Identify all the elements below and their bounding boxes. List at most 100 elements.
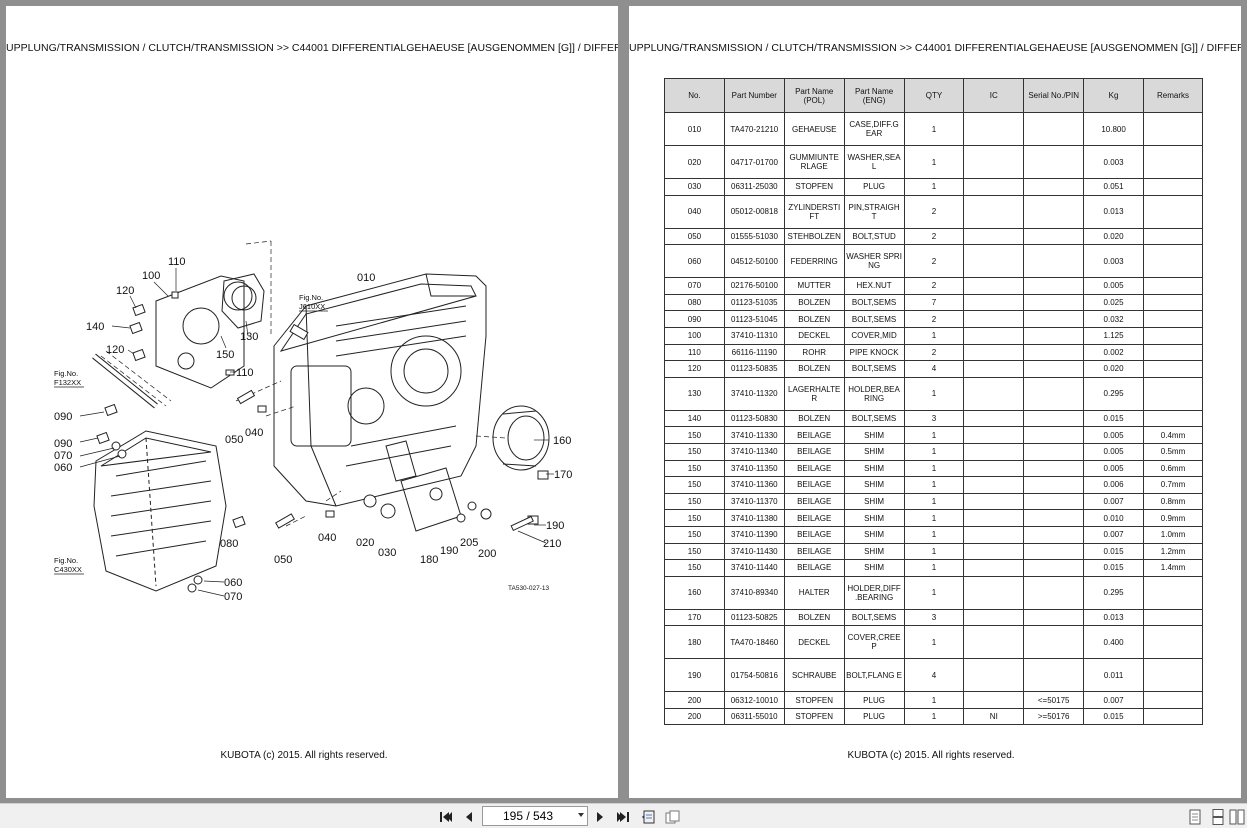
cell-remarks: [1143, 409, 1203, 428]
callout-170: 170: [554, 469, 572, 481]
cell-qty: 1: [903, 509, 965, 527]
two-page-icon[interactable]: [663, 808, 681, 826]
prev-page-icon[interactable]: [460, 808, 478, 826]
cell-name-eng: PLUG: [843, 691, 905, 709]
cell-name-eng: SHIM: [843, 476, 905, 494]
cell-kg: 10.800: [1083, 112, 1145, 146]
cell-part-number: 37410-11340: [723, 442, 785, 461]
cell-ic: [963, 178, 1025, 196]
cell-ic: [963, 227, 1025, 246]
cell-ic: [963, 360, 1025, 378]
cell-name-eng: PLUG: [843, 707, 905, 726]
chevron-down-icon[interactable]: [578, 813, 584, 817]
cell-serial: [1023, 178, 1085, 196]
cell-kg: 0.020: [1083, 227, 1145, 246]
cell-serial: [1023, 426, 1085, 444]
cell-no: 150: [664, 442, 725, 461]
cell-remarks: 0.9mm: [1143, 509, 1203, 527]
cell-part-number: 01123-50830: [723, 409, 785, 428]
cell-serial: [1023, 625, 1085, 660]
cell-name-eng: HEX.NUT: [843, 277, 905, 295]
cell-kg: 0.295: [1083, 376, 1145, 411]
next-page-icon[interactable]: [591, 808, 609, 826]
cell-part-number: 01123-51045: [723, 310, 785, 328]
cell-kg: 0.003: [1083, 145, 1145, 179]
fit-page-icon[interactable]: [640, 808, 658, 826]
cell-ic: [963, 492, 1025, 511]
cell-serial: [1023, 608, 1085, 627]
facing-view-icon[interactable]: [1228, 808, 1246, 826]
fig-ref-line1: Fig.No.: [299, 293, 323, 302]
cell-qty: 1: [903, 542, 965, 561]
single-page-view-icon[interactable]: [1186, 808, 1204, 826]
cell-serial: [1023, 525, 1085, 544]
cell-serial: [1023, 343, 1085, 362]
cell-no: 160: [664, 575, 725, 610]
cell-no: 190: [664, 658, 725, 693]
cell-qty: 2: [903, 310, 965, 328]
cell-name-eng: PIN,STRAIGH T: [843, 194, 905, 229]
cell-serial: [1023, 376, 1085, 411]
cell-no: 060: [664, 244, 725, 279]
first-page-icon[interactable]: [437, 808, 455, 826]
cell-remarks: [1143, 691, 1203, 709]
cell-remarks: [1143, 575, 1203, 610]
callout-110: 110: [168, 256, 186, 268]
page-number-input[interactable]: 195 / 543: [482, 806, 588, 826]
cell-ic: [963, 509, 1025, 527]
cell-name-eng: SHIM: [843, 492, 905, 511]
cell-remarks: [1143, 277, 1203, 295]
last-page-icon[interactable]: [614, 808, 632, 826]
fig-ref-code: C430XX: [54, 565, 82, 574]
cell-remarks: [1143, 145, 1203, 179]
cell-kg: 0.007: [1083, 492, 1145, 511]
cell-kg: 0.010: [1083, 509, 1145, 527]
cell-name-pol: HALTER: [783, 575, 845, 610]
cell-remarks: [1143, 658, 1203, 693]
cell-part-number: 37410-11370: [723, 492, 785, 511]
cell-qty: 1: [903, 575, 965, 610]
column-header: Part Name (POL): [783, 78, 845, 113]
cell-ic: [963, 145, 1025, 179]
column-header: IC: [963, 78, 1025, 113]
cell-qty: 2: [903, 227, 965, 246]
cell-name-pol: GUMMIUNTE RLAGE: [783, 145, 845, 179]
cell-part-number: 06311-25030: [723, 178, 785, 196]
cell-serial: [1023, 112, 1085, 146]
cell-qty: 1: [903, 326, 965, 345]
cell-part-number: 06312-10010: [723, 691, 785, 709]
cell-name-eng: SHIM: [843, 442, 905, 461]
callout-060: 060: [54, 462, 72, 474]
callout-160: 160: [553, 435, 571, 447]
cell-name-pol: BEILAGE: [783, 492, 845, 511]
cell-remarks: [1143, 376, 1203, 411]
callout-130: 130: [240, 331, 258, 343]
cell-part-number: 02176-50100: [723, 277, 785, 295]
cell-part-number: 01754-50816: [723, 658, 785, 693]
cell-serial: [1023, 658, 1085, 693]
cell-serial: [1023, 293, 1085, 312]
cell-name-pol: BOLZEN: [783, 360, 845, 378]
cell-kg: 1.125: [1083, 326, 1145, 345]
cell-qty: 2: [903, 244, 965, 279]
cell-name-eng: SHIM: [843, 559, 905, 577]
cell-no: 180: [664, 625, 725, 660]
cell-kg: 0.015: [1083, 707, 1145, 726]
cell-kg: 0.005: [1083, 442, 1145, 461]
continuous-view-icon[interactable]: [1209, 808, 1227, 826]
column-header: Remarks: [1143, 78, 1203, 113]
fig-ref-code: J610XX: [299, 302, 325, 311]
cell-kg: 0.013: [1083, 608, 1145, 627]
cell-serial: [1023, 542, 1085, 561]
